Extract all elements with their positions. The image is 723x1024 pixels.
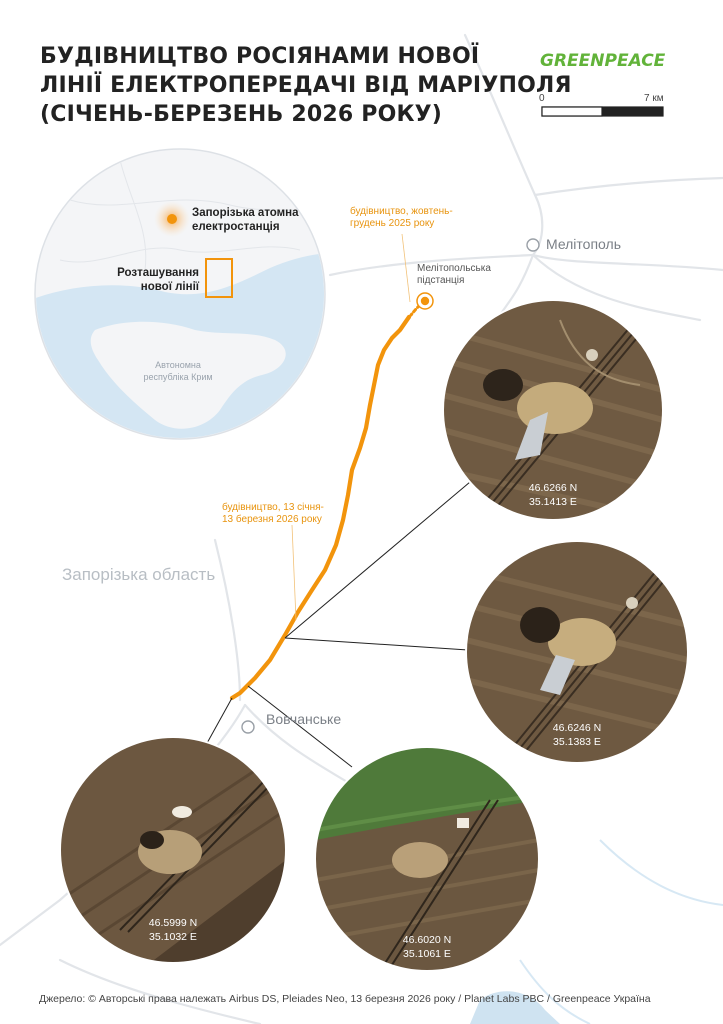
npp-label-2: електростанція [192, 221, 280, 233]
vovchanske-marker-icon [241, 720, 255, 734]
inset-crimea [90, 321, 286, 429]
substation-label-2: підстанція [417, 275, 464, 286]
leader-lines [205, 481, 471, 768]
sat1-lat: 46.6266 N [529, 482, 577, 494]
greenpeace-logo: GREENPEACE [540, 51, 666, 71]
sat3-lon: 35.1032 E [149, 931, 197, 943]
rivers [519, 839, 723, 1024]
crimea-label-1: Автономна [155, 360, 201, 370]
melitopol-label: Мелітополь [546, 236, 621, 252]
npp-label-1: Запорізька атомна [192, 207, 299, 219]
npp-marker-icon [167, 214, 177, 224]
vovchanske-label: Вовчанське [266, 711, 341, 727]
sat4-lon: 35.1061 E [403, 948, 451, 960]
construction-autumn-label-2: грудень 2025 року [350, 218, 434, 229]
satellite-image-1: 46.6266 N 35.1413 E [442, 299, 664, 521]
title-line-3: (СІЧЕНЬ-БЕРЕЗЕНЬ 2026 РОКУ) [40, 102, 442, 127]
orange-leader-lines [291, 233, 411, 621]
water-body [470, 991, 560, 1024]
construction-winter-label-2: 13 березня 2026 року [222, 513, 322, 525]
location-label-1: Розташування [117, 267, 199, 279]
scale-bar: 0 7 км [539, 93, 664, 117]
satellite-image-2: 46.6246 N 35.1383 E [465, 540, 689, 764]
substation-marker [416, 292, 434, 310]
melitopol-marker-icon [526, 238, 540, 252]
sat3-lat: 46.5999 N [149, 917, 197, 929]
location-label-2: нової лінії [141, 281, 200, 293]
source-credit: Джерело: © Авторські права належать Airb… [39, 993, 651, 1005]
sat2-lat: 46.6246 N [553, 722, 601, 734]
region-label: Запорізька область [62, 565, 215, 584]
title: БУДІВНИЦТВО РОСІЯНАМИ НОВОЇ ЛІНІЇ ЕЛЕКТР… [40, 43, 572, 127]
scale-start-label: 0 [539, 93, 545, 104]
construction-autumn-label-1: будівництво, жовтень- [350, 205, 453, 217]
title-line-2: ЛІНІЇ ЕЛЕКТРОПЕРЕДАЧІ ВІД МАРІУПОЛЯ [40, 72, 572, 98]
crimea-label-2: республіка Крим [143, 372, 212, 382]
title-line-1: БУДІВНИЦТВО РОСІЯНАМИ НОВОЇ [40, 43, 479, 69]
sat1-lon: 35.1413 E [529, 496, 577, 508]
satellite-image-4: 46.6020 N 35.1061 E [314, 746, 540, 972]
location-box [205, 258, 233, 298]
sat2-lon: 35.1383 E [553, 736, 601, 748]
construction-winter-label-1: будівництво, 13 січня- [222, 501, 324, 513]
sat4-lat: 46.6020 N [403, 934, 451, 946]
substation-label-1: Мелітопольська [417, 263, 491, 274]
scale-end-label: 7 км [644, 93, 664, 104]
satellite-image-3: 46.5999 N 35.1032 E [59, 736, 287, 964]
inset-locator-map: Запорізька атомна електростанція Розташу… [34, 148, 326, 440]
